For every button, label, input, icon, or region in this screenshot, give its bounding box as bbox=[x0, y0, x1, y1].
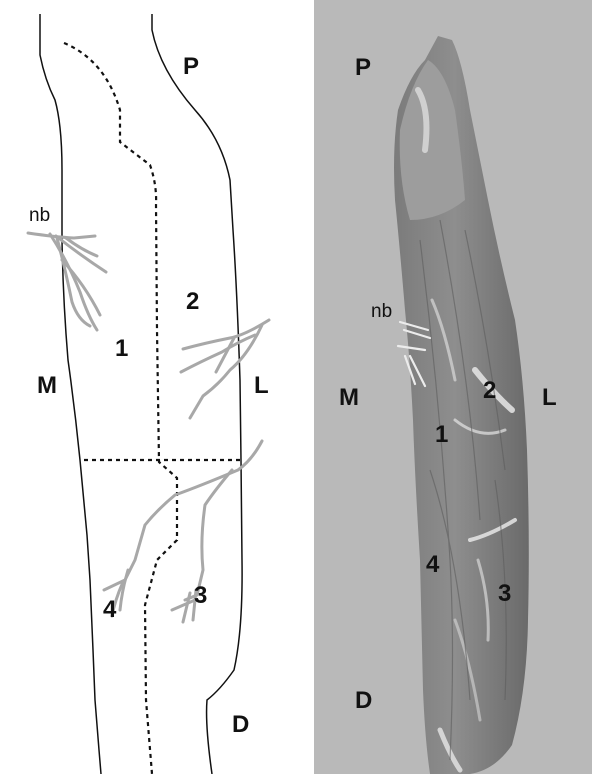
label-nerve-branch: nb bbox=[29, 205, 50, 226]
label-medial: M bbox=[37, 372, 57, 399]
label-region-3: 3 bbox=[194, 582, 207, 609]
photo-label-region-1: 1 bbox=[435, 421, 448, 448]
photo-label-distal: D bbox=[355, 687, 372, 714]
label-lateral: L bbox=[254, 372, 269, 399]
photo-label-medial: M bbox=[339, 384, 359, 411]
photo-label-region-4: 4 bbox=[426, 551, 440, 578]
specimen-photo-panel: P nb M 2 L 1 4 3 D bbox=[314, 0, 592, 774]
label-region-1: 1 bbox=[115, 335, 128, 362]
photo-label-region-2: 2 bbox=[483, 377, 496, 404]
schematic-panel: P nb 2 1 M L 3 4 D bbox=[0, 0, 312, 774]
photo-label-nerve-branch: nb bbox=[371, 301, 392, 322]
photo-label-lateral: L bbox=[542, 384, 557, 411]
label-region-2: 2 bbox=[186, 288, 199, 315]
photo-label-proximal: P bbox=[355, 54, 371, 81]
label-region-4: 4 bbox=[103, 596, 117, 623]
photo-label-region-3: 3 bbox=[498, 580, 511, 607]
label-proximal: P bbox=[183, 53, 199, 80]
label-distal: D bbox=[232, 711, 249, 738]
